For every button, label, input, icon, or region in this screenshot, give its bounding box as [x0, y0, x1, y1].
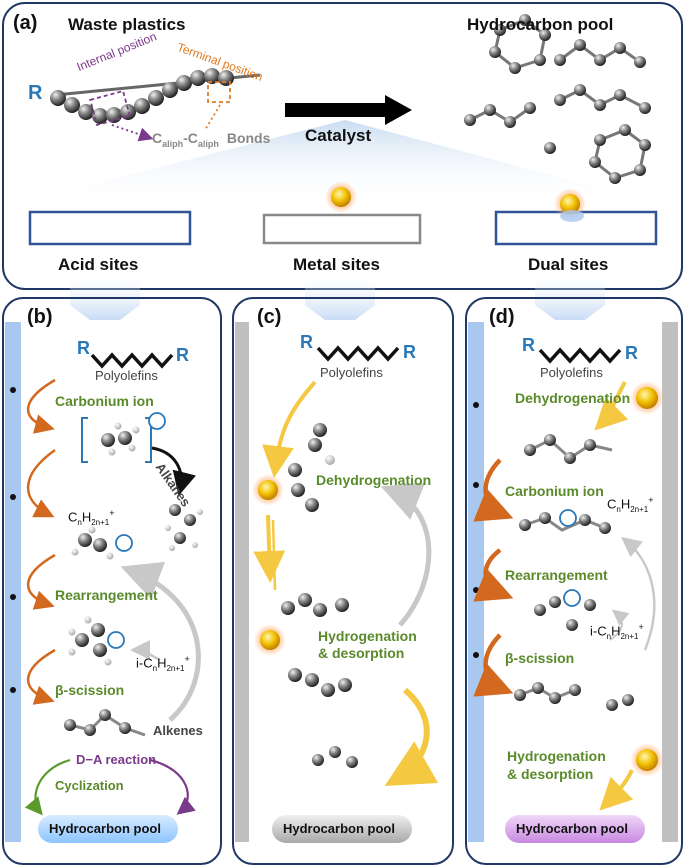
- panel-d-pool: Hydrocarbon pool: [516, 821, 628, 836]
- panel-c-desorption: & desorption: [318, 645, 405, 661]
- panel-b-chain: [90, 352, 174, 369]
- panel-d-chain: [538, 347, 622, 364]
- catalyst-arrow: [285, 95, 412, 125]
- panel-d-desorption: & desorption: [507, 766, 594, 782]
- panel-c-hydrogenation: Hydrogenation: [318, 628, 417, 644]
- panel-a-tag: (a): [13, 12, 38, 34]
- catalyst-beam: [30, 120, 645, 200]
- catalyst-label: Catalyst: [305, 126, 372, 145]
- dual-sites-label: Dual sites: [528, 255, 609, 274]
- bonds-label: Caliph-Caliph Bonds: [152, 130, 271, 149]
- panel-c-pool-pill: [272, 815, 412, 843]
- panel-d-r-right: R: [625, 343, 638, 363]
- panel-b-pool: Hydrocarbon pool: [49, 821, 161, 836]
- panel-d-r-left: R: [522, 335, 535, 355]
- panel-d-tag: (d): [489, 306, 515, 328]
- metal-sites-box: [262, 181, 422, 245]
- panel-c-r-left: R: [300, 332, 313, 352]
- chain-r-label: R: [28, 82, 43, 104]
- panel-d-carbonium: Carbonium ion: [505, 483, 604, 499]
- panel-c-r-right: R: [403, 342, 416, 362]
- panel-c-pool: Hydrocarbon pool: [283, 821, 395, 836]
- panel-d-rearrangement: Rearrangement: [505, 567, 608, 583]
- panel-c-tag: (c): [257, 306, 282, 328]
- panel-d-icn: i-CnH2n+1+: [590, 622, 644, 641]
- panel-d-frame: [465, 297, 683, 865]
- panel-b-rearrangement: Rearrangement: [55, 587, 158, 603]
- panel-b-cyclization: Cyclization: [55, 778, 124, 793]
- panel-d-hydrogenation: Hydrogenation: [507, 748, 606, 764]
- metal-sites-label: Metal sites: [293, 255, 380, 274]
- polymer-chain: [50, 68, 261, 124]
- internal-position-box: [89, 89, 131, 127]
- hydrocarbon-pool-title: Hydrocarbon pool: [467, 15, 614, 34]
- dual-sites-box: [494, 188, 658, 246]
- panel-b-da: D−A reaction: [76, 752, 157, 767]
- panel-b-cnh: CnH2n+1+: [68, 508, 115, 527]
- panel-b-icn: i-CnH2n+1+: [136, 654, 190, 673]
- panel-d-metal-strip: [662, 322, 678, 842]
- panel-b-tag: (b): [27, 306, 53, 328]
- panel-b-carbonium: Carbonium ion: [55, 393, 154, 409]
- panel-c-chain: [316, 345, 400, 362]
- panel-b-pool-pill: [38, 815, 178, 843]
- panel-c-dehydrogenation: Dehydrogenation: [316, 472, 432, 488]
- hydrocarbon-molecules: [464, 14, 651, 184]
- panel-c-polyolefins: Polyolefins: [320, 365, 383, 380]
- waste-plastics-label: Waste plastics: [68, 15, 186, 34]
- panel-d-acid-strip: [468, 322, 484, 842]
- terminal-position-box: [207, 81, 231, 103]
- panel-b-r-right: R: [176, 345, 189, 365]
- panel-b-frame: [2, 297, 222, 865]
- panel-d-polyolefins: Polyolefins: [540, 365, 603, 380]
- acid-sites-box: [28, 210, 192, 246]
- panel-b-beta: β-scission: [55, 682, 125, 698]
- panel-d-cnh: CnH2n+1+: [607, 495, 654, 514]
- panel-b-alkenes: Alkenes: [153, 723, 203, 738]
- panel-b-acid-strip: [5, 322, 21, 842]
- acid-sites-label: Acid sites: [58, 255, 139, 274]
- panel-b-polyolefins: Polyolefins: [95, 368, 158, 383]
- panel-b-carbonium-ion: [81, 417, 152, 463]
- panel-d-pool-pill: [505, 815, 645, 843]
- panel-b-sites: [10, 387, 16, 693]
- panel-b-r-left: R: [77, 338, 90, 358]
- panel-d-beta: β-scission: [505, 650, 575, 666]
- panel-c-metal-strip: [235, 322, 249, 842]
- panel-c-frame: [232, 297, 454, 865]
- panel-d-dehydrogenation: Dehydrogenation: [515, 390, 631, 406]
